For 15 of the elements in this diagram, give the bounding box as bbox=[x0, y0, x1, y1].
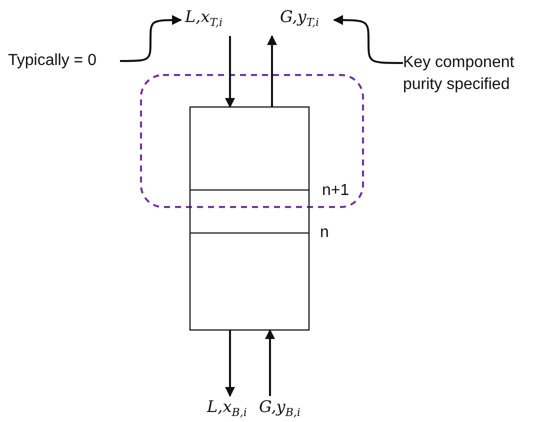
stage-number: n+1 bbox=[322, 181, 350, 201]
column-box bbox=[189, 106, 310, 331]
annotation-text: Typically = 0 bbox=[8, 50, 120, 72]
curved-arrow bbox=[333, 15, 403, 64]
stream-label: L,x$_{B,i}$ bbox=[207, 396, 257, 422]
annotation-text: Key component purity specified bbox=[403, 52, 539, 96]
stream-label: G,y$_{B,i}$ bbox=[259, 396, 314, 422]
stage-number: n bbox=[320, 223, 329, 243]
stream-label: L,x$_{T,i}$ bbox=[185, 6, 245, 34]
stream-label: G,y$_{T,i}$ bbox=[280, 6, 340, 34]
arrow bbox=[267, 35, 277, 107]
arrow bbox=[265, 329, 275, 396]
arrow bbox=[225, 36, 235, 108]
arrow bbox=[225, 330, 235, 397]
curved-arrow bbox=[120, 15, 182, 62]
